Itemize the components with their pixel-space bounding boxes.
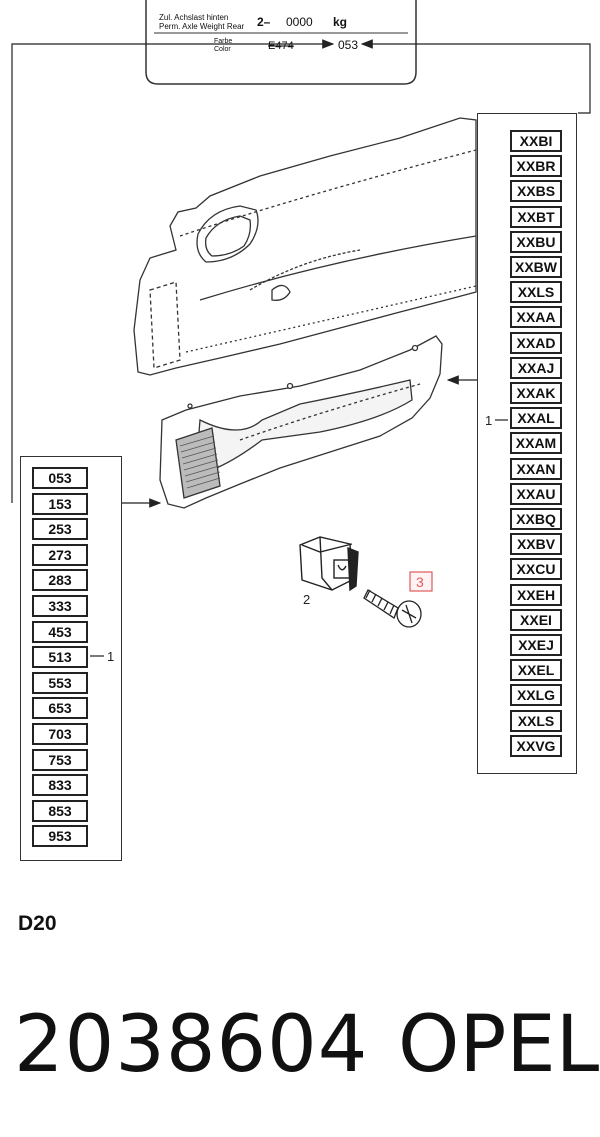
diagram-id: D20	[18, 912, 57, 935]
sticker-row1-unit: kg	[333, 15, 347, 29]
door-inner-panel	[133, 117, 477, 376]
left-code-box: 513	[32, 646, 88, 669]
left-code-box: 703	[32, 723, 88, 745]
left-code-box: 283	[32, 569, 88, 592]
sticker-row1-number: 0000	[286, 15, 313, 29]
left-code-box: 333	[32, 595, 88, 617]
trim-screw	[363, 589, 422, 628]
right-code-box: XXBT	[510, 205, 562, 228]
door-trim-pocket	[159, 335, 443, 509]
sticker-row1-label-en: Perm. Axle Weight Rear	[159, 22, 245, 31]
sticker-row1-label-de: Zul. Achslast hinten	[159, 13, 228, 22]
retaining-clip	[299, 536, 359, 592]
screw-callout: 3	[416, 574, 424, 590]
left-code-box: 153	[32, 492, 88, 515]
right-code-box: XXEI	[510, 608, 562, 631]
left-code-box: 653	[32, 697, 88, 720]
right-code-box: XXLS	[510, 281, 562, 304]
sticker-row1-value: 2–	[257, 15, 271, 29]
right-code-box: XXLS	[510, 709, 562, 732]
right-code-box: XXEH	[510, 583, 562, 606]
right-code-box: XXBQ	[510, 508, 562, 530]
right-code-box: XXAL	[510, 407, 562, 430]
right-code-box: XXBU	[510, 230, 562, 253]
right-code-box: XXBW	[510, 256, 562, 278]
right-code-box: XXBI	[510, 130, 562, 152]
right-code-box: XXAJ	[510, 356, 562, 379]
left-code-box: 853	[32, 799, 88, 822]
right-code-box: XXEL	[510, 659, 562, 682]
sticker-row2-label-de: Farbe	[214, 38, 232, 45]
sticker-row2-label-en: Color	[214, 46, 231, 53]
right-code-box: XXAK	[510, 382, 562, 404]
leader-lines	[11, 39, 591, 508]
screw-callout-highlight	[409, 571, 433, 592]
left-code-box: 553	[32, 671, 88, 694]
left-code-box: 753	[32, 748, 88, 771]
color-sticker: Zul. Achslast hinten Perm. Axle Weight R…	[145, 0, 417, 85]
right-code-box: XXBV	[510, 533, 562, 556]
right-code-box: XXAU	[510, 482, 562, 505]
exploded-parts-diagram: Zul. Achslast hinten Perm. Axle Weight R…	[11, 0, 591, 657]
right-panel-callout: 1	[485, 413, 493, 428]
right-code-box: XXLG	[510, 684, 562, 707]
left-code-box: 833	[32, 774, 88, 797]
right-code-box: XXEJ	[510, 634, 562, 656]
sticker-row2-value: 053	[338, 38, 358, 52]
clip-callout: 2	[303, 592, 310, 607]
left-color-code-panel	[20, 456, 122, 861]
left-code-box: 273	[32, 543, 88, 566]
right-code-box: XXBR	[510, 155, 562, 178]
left-code-box: 453	[32, 620, 88, 643]
right-code-box: XXBS	[510, 180, 562, 203]
left-code-box: 253	[32, 518, 88, 541]
sticker-row2-value-struck: E474	[268, 40, 294, 52]
left-code-box: 953	[32, 825, 88, 848]
right-code-box: XXAM	[510, 432, 562, 455]
left-code-box: 053	[32, 467, 88, 489]
part-number: 2038604	[14, 1000, 369, 1090]
right-code-box: XXVG	[510, 734, 562, 757]
right-code-box: XXAN	[510, 457, 562, 480]
left-panel-callout: 1	[107, 649, 115, 664]
brand-name: OPEL	[398, 1000, 600, 1090]
right-color-code-panel	[477, 113, 577, 774]
right-code-box: XXCU	[510, 558, 562, 581]
right-code-box: XXAA	[510, 306, 562, 329]
right-code-box: XXAD	[510, 331, 562, 354]
